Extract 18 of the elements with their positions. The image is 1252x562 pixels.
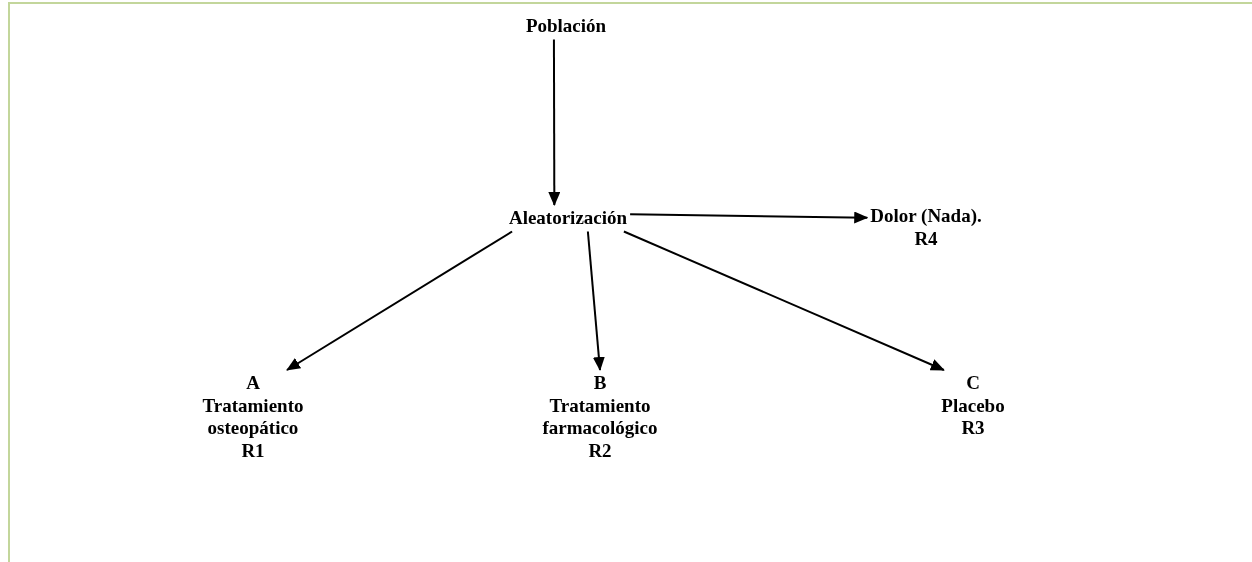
node-label: B <box>593 372 607 395</box>
node-label: R2 <box>588 439 612 462</box>
node-label: R4 <box>914 227 938 250</box>
node-label: Población <box>525 15 607 38</box>
node-label: A <box>246 372 260 395</box>
arrow <box>286 230 514 371</box>
node-label: R1 <box>241 439 265 462</box>
arrow <box>622 230 945 371</box>
arrow <box>629 211 869 224</box>
node-label: Tratamiento osteopático <box>201 394 305 440</box>
node-label: Placebo <box>941 394 1005 417</box>
node-label: Aleatorización <box>508 207 628 230</box>
node-label: R3 <box>961 417 985 440</box>
node-label: C <box>966 372 980 395</box>
node-label: Dolor (Nada). <box>870 205 982 228</box>
arrow <box>548 38 561 206</box>
node-label: Tratamiento farmacológico <box>541 394 659 440</box>
arrow <box>586 230 605 371</box>
